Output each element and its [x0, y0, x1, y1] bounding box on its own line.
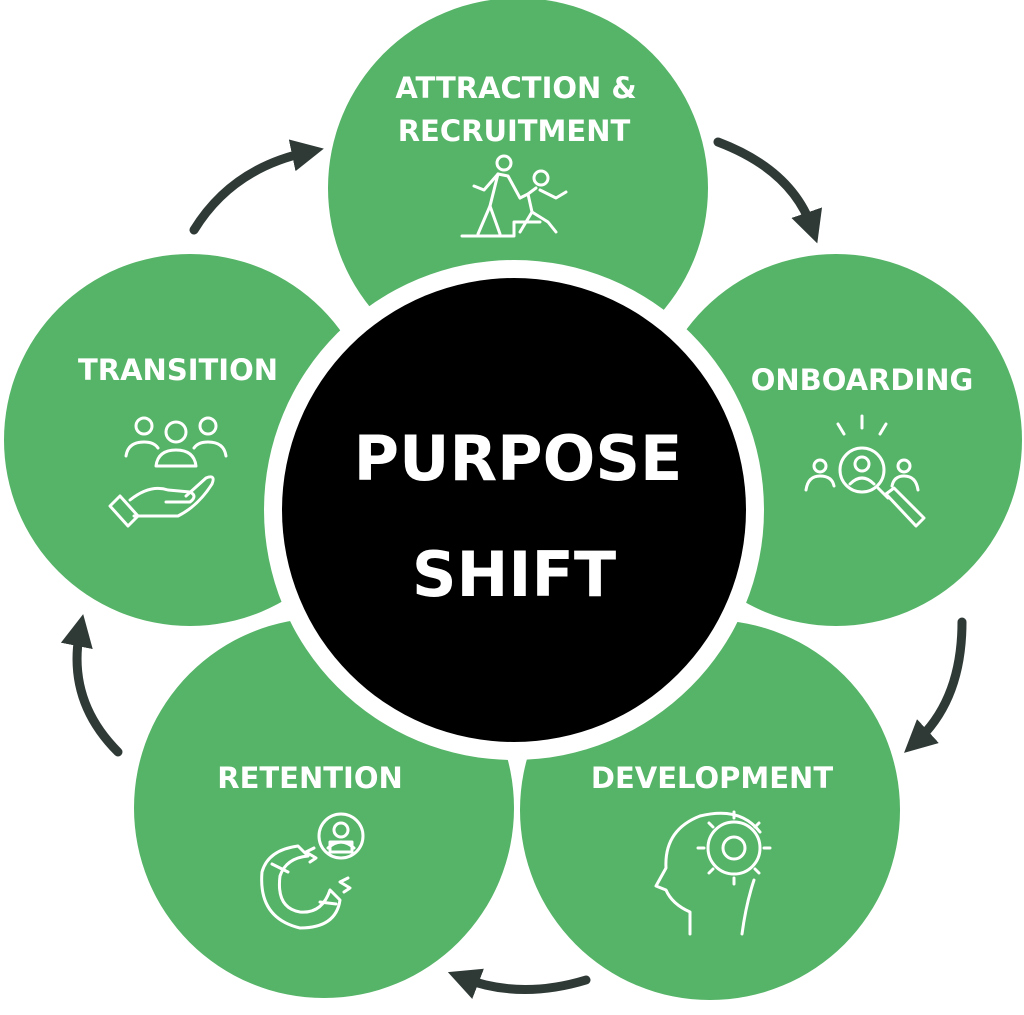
helping-hand-climb-icon	[460, 154, 568, 238]
group-in-hand-icon	[108, 416, 228, 528]
stage-title-attraction-line1: ATTRACTION &	[395, 71, 636, 105]
magnifier-person-search-icon	[804, 414, 926, 528]
arrow-development-to-retention	[447, 968, 591, 999]
stage-title-transition: TRANSITION	[78, 353, 278, 387]
center-circle	[282, 278, 746, 742]
arrow-retention-to-transition	[60, 614, 123, 757]
arrow-onboarding-to-development	[904, 617, 967, 753]
center-title-line2: SHIFT	[412, 538, 616, 611]
stage-title-attraction-line2: RECRUITMENT	[398, 114, 631, 148]
arrow-transition-to-attraction	[189, 139, 324, 235]
stage-title-retention: RETENTION	[217, 761, 403, 795]
cycle-arrows	[60, 137, 967, 999]
arrow-attraction-to-onboarding	[713, 137, 823, 244]
center-title-line1: PURPOSE	[354, 422, 683, 495]
stage-title-development: DEVELOPMENT	[591, 761, 833, 795]
head-gear-icon	[654, 810, 772, 936]
stage-title-onboarding: ONBOARDING	[751, 363, 974, 397]
magnet-person-icon	[260, 812, 365, 930]
